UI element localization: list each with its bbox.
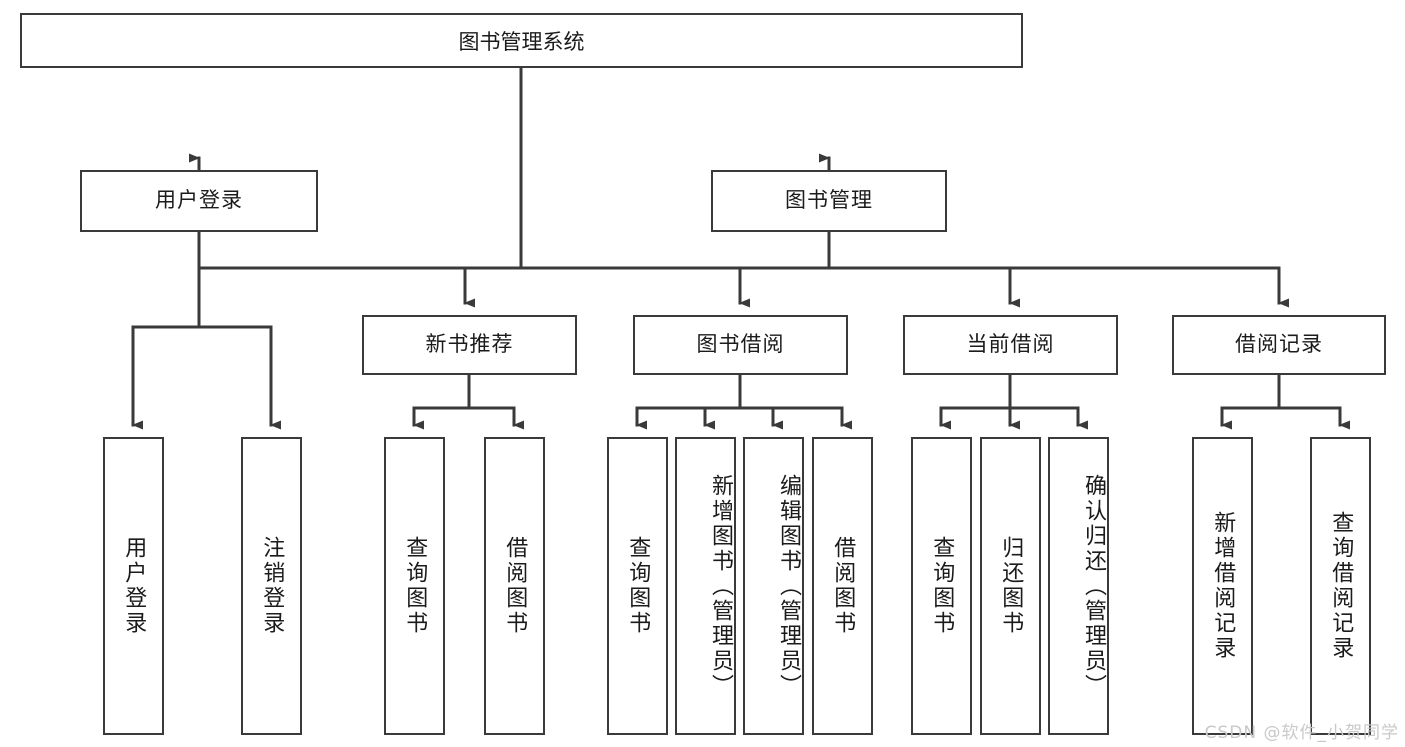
leaf-borrow-book[interactable]: 借阅图书 [812,437,873,735]
node-user-login[interactable]: 用户登录 [80,170,318,232]
leaf-user-login[interactable]: 用户登录 [103,437,164,735]
watermark: CSDN @软件_小贺同学 [1204,723,1399,743]
leaf-add-book-admin[interactable]: 新增图书（管理员） [675,437,736,735]
node-borrow-record[interactable]: 借阅记录 [1172,315,1386,375]
leaf-logout[interactable]: 注销登录 [241,437,302,735]
leaf-edit-book-admin[interactable]: 编辑图书（管理员） [743,437,804,735]
leaf-return-book[interactable]: 归还图书 [980,437,1041,735]
leaf-query-book-current[interactable]: 查询图书 [911,437,972,735]
leaf-query-book-recommend[interactable]: 查询图书 [384,437,445,735]
leaf-confirm-return-admin[interactable]: 确认归还（管理员） [1048,437,1109,735]
node-new-book-recommend[interactable]: 新书推荐 [362,315,577,375]
node-root[interactable]: 图书管理系统 [20,13,1023,68]
leaf-add-borrow-record[interactable]: 新增借阅记录 [1192,437,1253,735]
leaf-query-borrow-record[interactable]: 查询借阅记录 [1310,437,1371,735]
node-book-borrow[interactable]: 图书借阅 [633,315,848,375]
node-current-borrow[interactable]: 当前借阅 [903,315,1118,375]
leaf-borrow-book-recommend[interactable]: 借阅图书 [484,437,545,735]
node-book-management[interactable]: 图书管理 [711,170,947,232]
leaf-query-book-borrow[interactable]: 查询图书 [607,437,668,735]
